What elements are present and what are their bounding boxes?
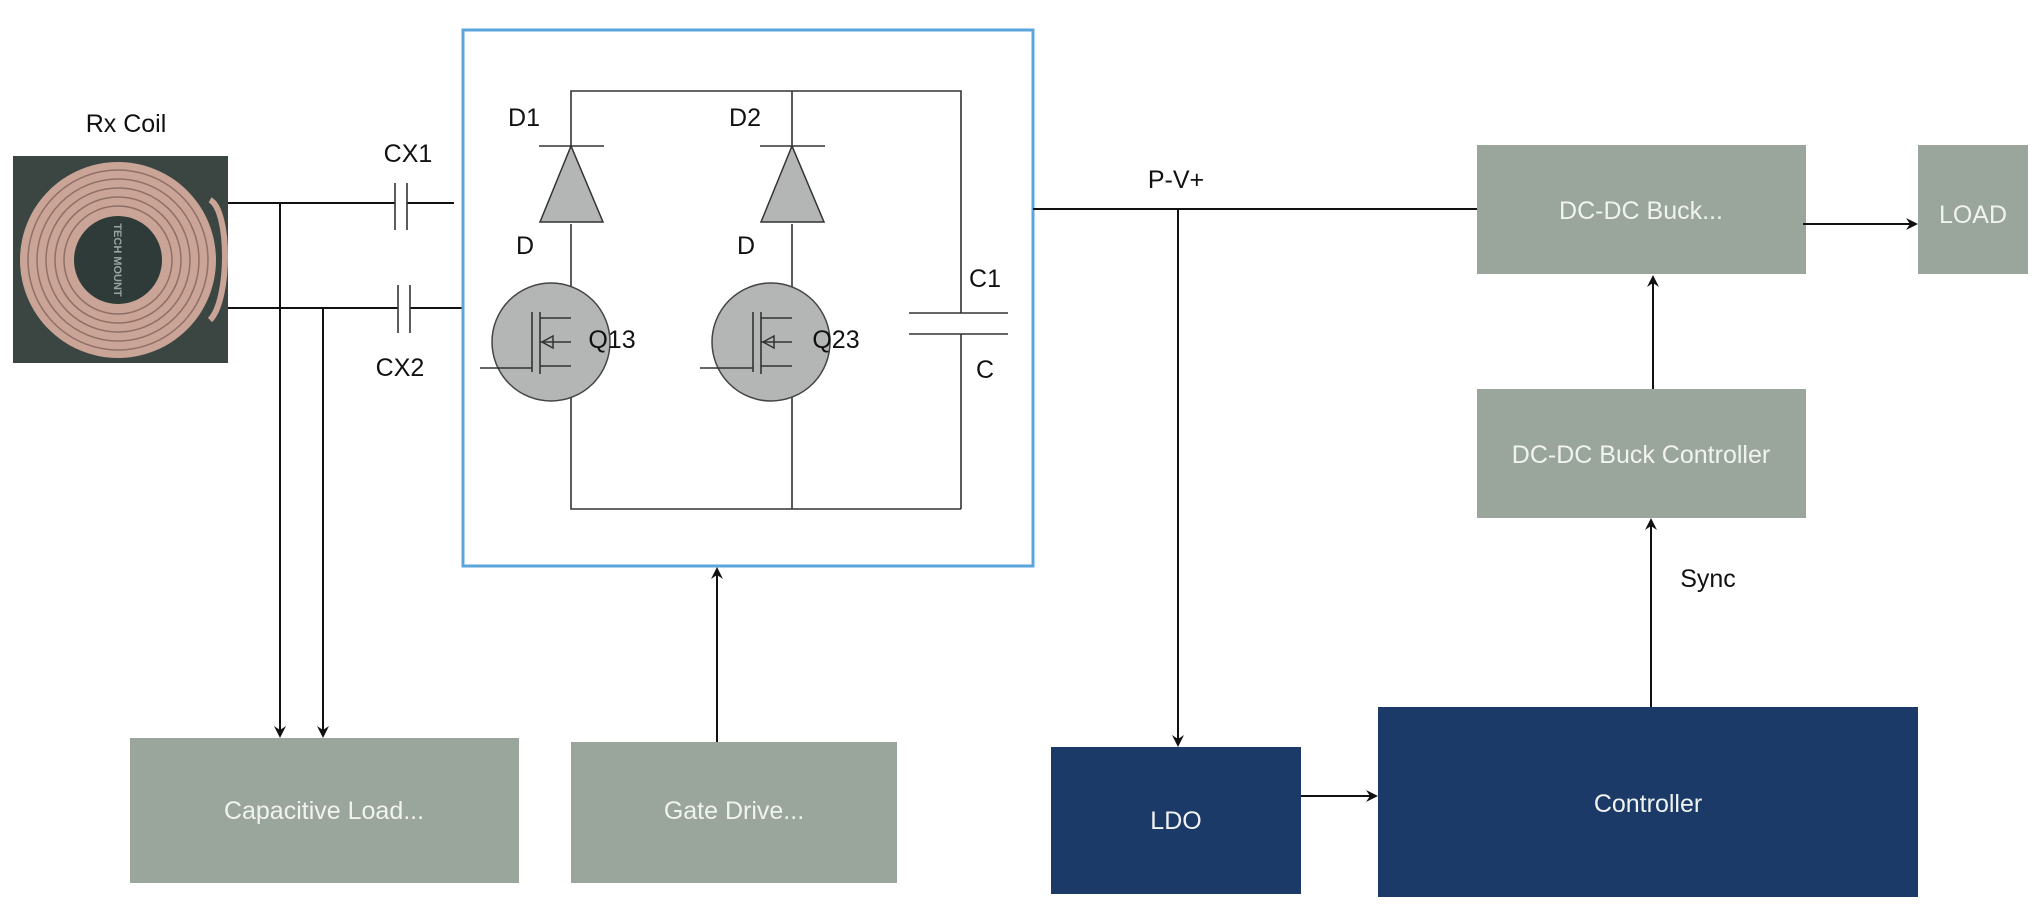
buck-controller-label: DC-DC Buck Controller: [1512, 441, 1770, 469]
cx1-label: CX1: [384, 140, 433, 168]
q23-label: Q23: [812, 326, 859, 354]
dcdc-buck-block[interactable]: DC-DC Buck...: [1477, 145, 1806, 274]
load-label: LOAD: [1939, 201, 2007, 229]
sync-label: Sync: [1680, 565, 1736, 593]
gate-drive-label: Gate Drive...: [664, 797, 804, 825]
mosfet-q23: [700, 282, 831, 402]
c1-label: C1: [969, 265, 1001, 293]
d1-label: D1: [508, 104, 540, 132]
q13-label: Q13: [588, 326, 635, 354]
d2-sub-label: D: [737, 232, 755, 260]
rx-coil-label: Rx Coil: [86, 110, 167, 138]
pv-label: P-V+: [1148, 166, 1204, 194]
buck-controller-block[interactable]: DC-DC Buck Controller: [1477, 389, 1806, 518]
ldo-label: LDO: [1150, 807, 1201, 835]
capacitor-cx1: [394, 183, 408, 230]
rx-coil-image: [13, 156, 228, 363]
c1-sub-label: C: [976, 356, 994, 384]
ldo-block[interactable]: LDO: [1051, 747, 1301, 894]
dcdc-buck-label: DC-DC Buck...: [1559, 197, 1723, 225]
d2-label: D2: [729, 104, 761, 132]
capacitive-load-label: Capacitive Load...: [224, 797, 424, 825]
capacitive-load-block[interactable]: Capacitive Load...: [130, 738, 519, 883]
rectifier-frame: [461, 28, 1035, 568]
gate-drive-block[interactable]: Gate Drive...: [571, 742, 897, 883]
d1-sub-label: D: [516, 232, 534, 260]
load-block[interactable]: LOAD: [1918, 145, 2028, 274]
capacitor-cx2: [397, 285, 411, 333]
coil-marking-text: TECH MOUNT: [111, 223, 123, 297]
capacitor-c1: [909, 312, 1008, 335]
mosfet-q13: [480, 282, 611, 402]
diode-d2: [759, 144, 826, 223]
cx2-label: CX2: [376, 354, 425, 382]
controller-block[interactable]: Controller: [1378, 707, 1918, 897]
controller-label: Controller: [1594, 790, 1702, 818]
diode-d1: [538, 144, 605, 223]
